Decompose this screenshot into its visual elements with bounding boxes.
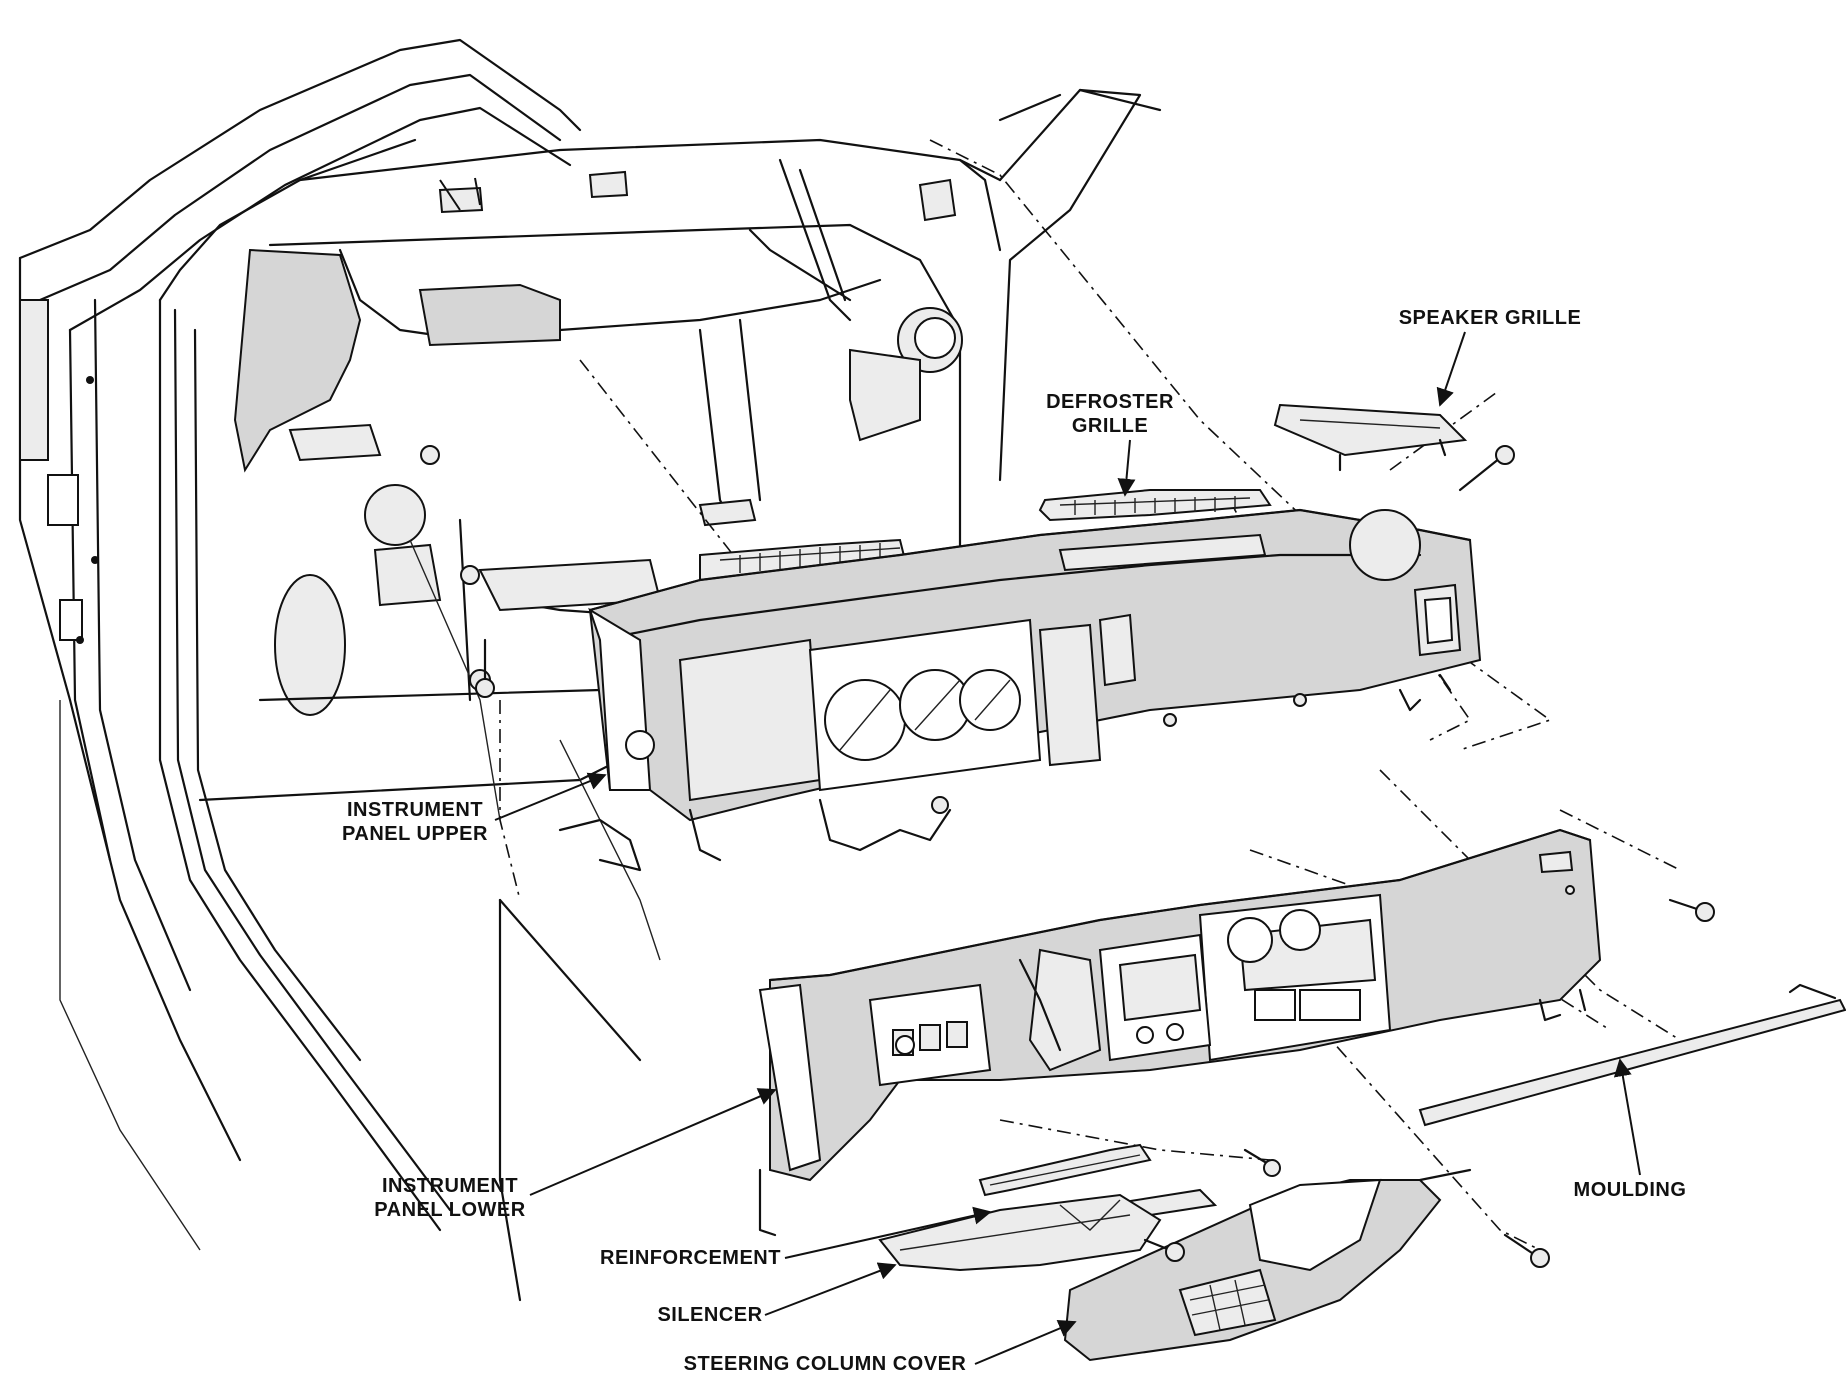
label-defroster-grille-line-2: GRILLE (1071, 415, 1149, 437)
windshield-frame (298, 88, 1162, 482)
label-instrument-panel-upper-line-1: INSTRUMENT (346, 799, 484, 821)
silencer-part (878, 1193, 1162, 1272)
label-steering-column-cover-line-1: STEERING COLUMN COVER (683, 1353, 967, 1375)
door-frame (18, 38, 642, 1302)
speaker-grille-part (1273, 403, 1468, 472)
label-reinforcement: REINFORCEMENT (598, 1246, 783, 1270)
label-speaker-grille: SPEAKER GRILLE (1395, 306, 1585, 330)
steering-column-cover-part (1063, 1168, 1472, 1362)
label-speaker-grille-line-1: SPEAKER GRILLE (1398, 307, 1582, 329)
label-defroster-grille-line-1: DEFROSTER (1046, 391, 1174, 413)
label-defroster-grille: DEFROSTER GRILLE (1040, 390, 1180, 438)
leader-arrows (494, 331, 1641, 1365)
label-steering-column-cover: STEERING COLUMN COVER (670, 1352, 980, 1376)
label-instrument-panel-upper: INSTRUMENT PANEL UPPER (340, 798, 490, 846)
label-instrument-panel-lower: INSTRUMENT PANEL LOWER (370, 1174, 530, 1222)
label-silencer-line-1: SILENCER (657, 1304, 763, 1326)
moulding-part (1418, 983, 1846, 1127)
fasteners (475, 445, 1715, 1268)
instrument-panel-lower-part (758, 828, 1602, 1237)
label-moulding: MOULDING (1560, 1178, 1700, 1202)
label-silencer: SILENCER (655, 1303, 765, 1327)
label-reinforcement-line-1: REINFORCEMENT (600, 1247, 781, 1269)
label-moulding-line-1: MOULDING (1573, 1179, 1687, 1201)
instrument-panel-upper-part (558, 508, 1482, 872)
label-instrument-panel-upper-line-2: PANEL UPPER (342, 823, 488, 845)
label-instrument-panel-lower-line-2: PANEL LOWER (374, 1199, 526, 1221)
label-instrument-panel-lower-line-1: INSTRUMENT (381, 1175, 519, 1197)
